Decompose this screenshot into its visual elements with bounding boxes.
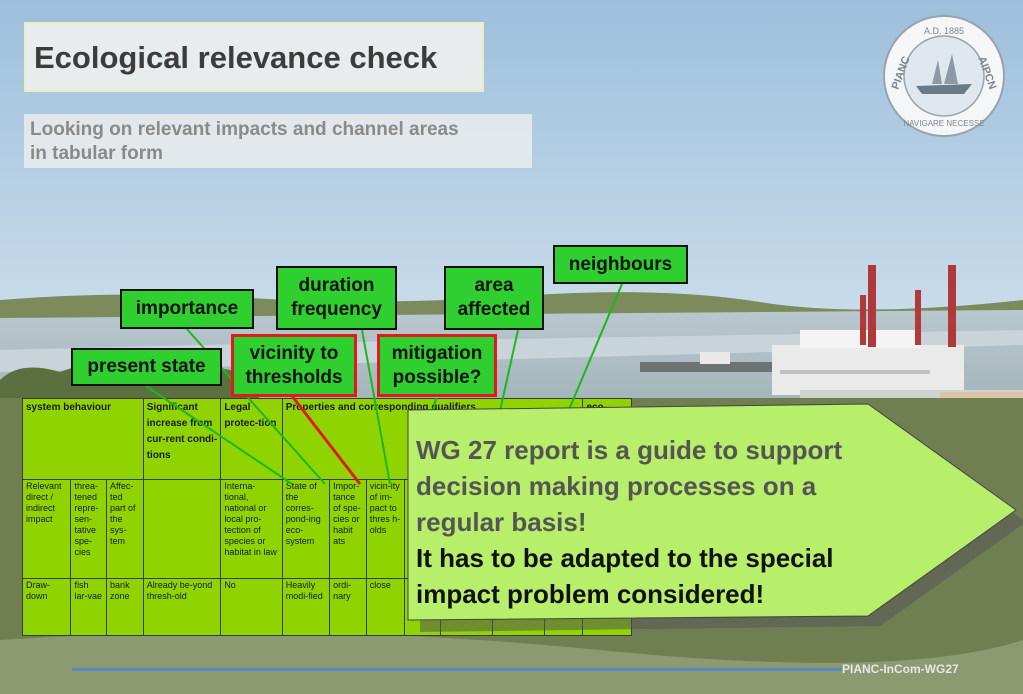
label-neighbours: neighbours — [553, 245, 688, 284]
table-cell: vicin-ity of im-pact to thres h-olds — [365, 479, 405, 579]
logo-top-text: A.D. 1885 — [924, 26, 964, 36]
table-cell: No — [220, 578, 283, 636]
table-cell: State of the corres-pond-ing eco-system — [281, 479, 331, 579]
callout-line-2: decision making processes on a — [416, 471, 817, 501]
label-vicinity-text: vicinity to — [249, 342, 339, 364]
label-present-state: present state — [71, 348, 222, 386]
label-importance: importance — [120, 289, 254, 329]
header-system-behaviour: system behaviour — [22, 398, 144, 480]
slide-subtitle: Looking on relevant impacts and channel … — [30, 118, 530, 166]
pianc-logo: A.D. 1885 PIANC AIPCN NAVIGARE NECESSE — [883, 15, 1005, 137]
label-mitigation-possible: mitigation possible? — [377, 334, 497, 397]
label-importance-text: importance — [135, 298, 239, 319]
logo-bottom-text: NAVIGARE NECESSE — [903, 119, 984, 128]
label-frequency-text: frequency — [291, 299, 382, 320]
table-cell: Impor-tance of spe-cies or habit ats — [329, 479, 367, 579]
table-cell — [142, 479, 222, 579]
label-thresholds-text: thresholds — [245, 366, 343, 388]
table-cell: close — [365, 578, 405, 636]
table-cell: bank zone — [106, 578, 144, 636]
table-cell: ordi-nary — [329, 578, 367, 636]
callout-line-4: It has to be adapted to the special — [416, 543, 834, 573]
table-cell: Draw-down — [21, 578, 72, 636]
subtitle-box: Looking on relevant impacts and channel … — [24, 114, 532, 168]
title-box: Ecological relevance check — [24, 22, 484, 92]
table-cell: threa-tened repre-sen-tative spe-cies — [70, 479, 108, 579]
callout-message: WG 27 report is a guide to support decis… — [416, 432, 906, 612]
subtitle-line-2: in tabular form — [30, 143, 164, 164]
label-duration-text: duration — [298, 275, 375, 296]
callout-line-3: regular basis! — [416, 507, 587, 537]
header-legal-protection: Legal protec-tion — [220, 398, 283, 480]
label-mitigation-text: mitigation — [391, 342, 483, 364]
callout-line-5: impact problem considered! — [416, 579, 765, 609]
callout-line-1: WG 27 report is a guide to support — [416, 435, 843, 465]
table-cell: Interna-tional, national or local pro-te… — [220, 479, 283, 579]
header-significant-increase: Significant increase from cur-rent condi… — [142, 398, 222, 480]
label-possible-text: possible? — [392, 366, 482, 388]
table-cell: Heavily modi-fied — [281, 578, 331, 636]
footer-label: PIANC-InCom-WG27 — [842, 662, 959, 676]
label-vicinity-thresholds: vicinity to thresholds — [231, 334, 357, 397]
subtitle-line-1: Looking on relevant impacts and channel … — [30, 119, 459, 140]
label-affected-text: affected — [457, 299, 531, 320]
table-cell: Already be-yond thresh-old — [142, 578, 222, 636]
table-cell: fish lar-vae — [70, 578, 108, 636]
label-area-affected: area affected — [444, 266, 544, 330]
label-present-state-text: present state — [87, 356, 206, 377]
slide-title: Ecological relevance check — [34, 40, 438, 75]
label-neighbours-text: neighbours — [568, 253, 673, 275]
label-area-text: area — [474, 275, 514, 296]
table-cell: Relevant direct / indirect impact — [21, 479, 72, 579]
table-cell: Affec-ted part of the sys-tem — [106, 479, 144, 579]
label-duration-frequency: duration frequency — [276, 266, 397, 330]
